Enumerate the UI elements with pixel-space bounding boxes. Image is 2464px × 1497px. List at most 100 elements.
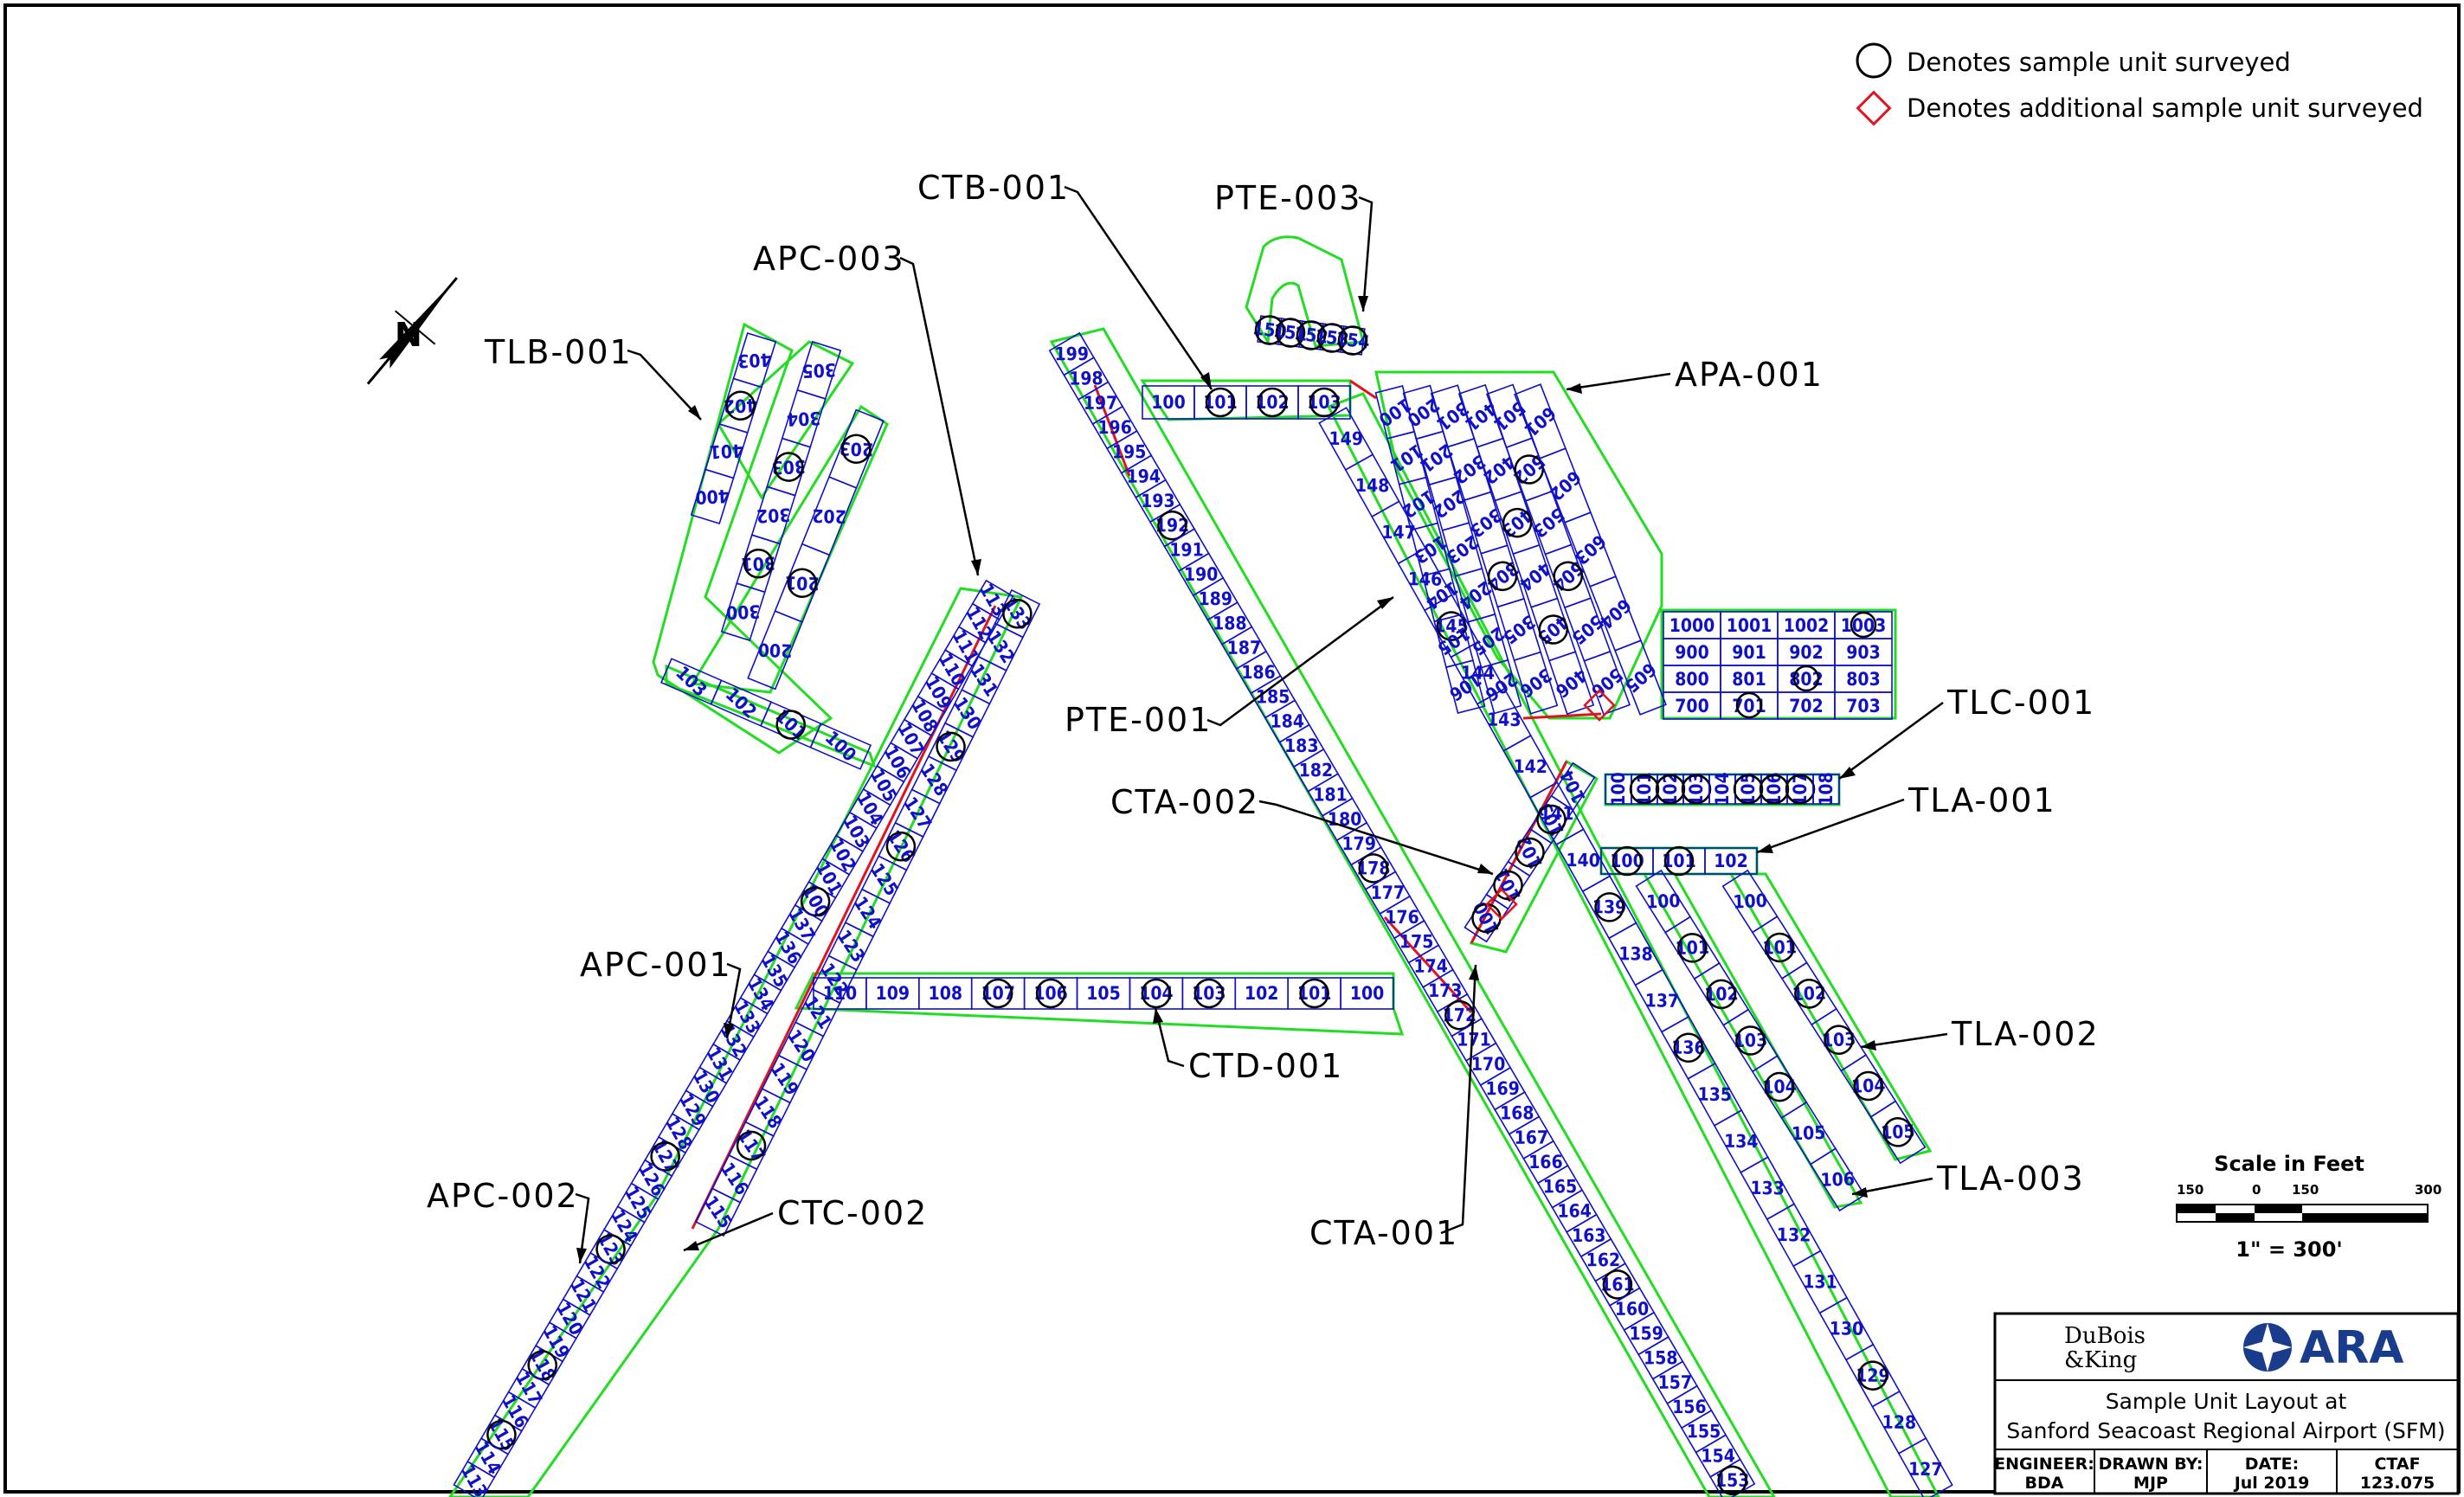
grid-unit-label: 1002 [1784,615,1830,636]
cta-units-unit: 137 [1634,968,1690,1033]
surveyed-marker-icon [1193,978,1225,1009]
title-block: DuBois &King ARA Sample Unit Layout at S… [1993,1312,2460,1495]
pte001-units-unit-label: 165 [1543,1176,1578,1197]
callout-tla003-text: TLA-003 [1936,1160,2085,1198]
pte001-units-unit: 186 [1235,650,1282,695]
pte001-units-unit: 179 [1335,821,1382,866]
cta-units-unit: 147 [1371,500,1427,565]
cta-units-unit: 131 [1792,1250,1849,1314]
grid-unit-label: 702 [1789,696,1823,716]
cta-units-unit-label: 127 [1908,1459,1943,1480]
ctd-units-unit: 105 [1076,977,1131,1010]
tla002-units-unit: 103 [1811,1007,1868,1072]
pte001-units-unit: 153 [1709,1458,1756,1497]
tlb-400-units-unit-label: 403 [737,349,773,371]
apc-right-units: 1331321311301291281271261251241231221211… [694,588,1041,1237]
surveyed-marker-icon [1493,870,1523,901]
drawn-label: DRAWN BY: [2099,1455,2203,1474]
tlb-connector [665,664,877,768]
grid-unit-label: 1001 [1727,615,1772,636]
ctd-units-unit: 101 [1287,977,1341,1010]
tla003-units-unit: 104 [1751,1055,1808,1119]
pte001-units-unit-label: 185 [1256,686,1290,707]
pte001-units-unit-label: 169 [1485,1078,1520,1099]
tlc-units-unit: 101 [1629,772,1660,806]
cta-units-unit-label: 140 [1566,850,1600,871]
pte001-units-unit-label: 156 [1672,1397,1707,1417]
tlc-units-unit: 103 [1681,772,1712,806]
tlc-units-unit: 108 [1812,772,1840,806]
pte001-strip [1049,327,1776,1497]
surveyed-marker-icon [1663,845,1695,877]
callout-apc003-text: APC-003 [753,240,905,278]
apa-col-5-unit: 602 [1539,447,1592,524]
pte001-units-unit-label: 171 [1457,1029,1491,1050]
tlb-finger-3 [690,404,889,694]
pte001-units-unit-label: 194 [1126,466,1161,487]
ctd-units-unit-label: 102 [1245,983,1278,1004]
pte001-units-unit-label: 189 [1198,588,1232,609]
tlb-100-units-unit-label: 103 [672,662,711,701]
cta-units-unit-label: 138 [1618,943,1653,964]
tlc-units-unit-label: 100 [1608,772,1629,806]
tlb-100-units-unit: 100 [809,723,872,770]
grid-unit-label: 700 [1675,696,1708,716]
callout-apc001-text: APC-001 [580,946,732,984]
ctd-units-unit-label: 105 [1086,983,1120,1004]
callout-tlb001: TLB-001 [484,333,702,421]
pte001-units-unit: 196 [1091,405,1138,450]
surveyed-marker-icon [1205,387,1236,418]
pte001-units-unit: 164 [1551,1189,1598,1233]
callout-pte001: PTE-001 [1065,595,1394,739]
apa-col-1-unit-label: 202 [1429,485,1469,523]
surveyed-marker-icon [1853,1070,1883,1102]
tlb-300-units-unit: 301 [736,534,782,594]
pte001-units-unit-label: 193 [1141,491,1175,511]
grid-unit-label: 800 [1675,669,1708,690]
pte001-units-unit-label: 187 [1227,638,1262,659]
surveyed-marker-icon [1002,598,1033,629]
pte001-units-unit-label: 164 [1557,1200,1592,1221]
grid-unit-label: 803 [1846,669,1880,690]
tlb-200-units-unit-label: 200 [758,639,793,661]
date-label: DATE: [2245,1455,2300,1474]
surveyed-marker-icon [841,434,872,464]
ctd-units-unit: 110 [813,977,867,1010]
tla003-units-unit-label: 106 [1820,1169,1855,1191]
surveyed-marker-icon [1296,320,1327,350]
pte001-units-unit: 157 [1651,1360,1698,1405]
surveyed-marker-icon [936,731,966,762]
pte001-units-unit-label: 158 [1644,1347,1678,1368]
pte001-units-unit-label: 196 [1097,417,1132,438]
cta-units-unit: 127 [1897,1436,1953,1497]
cta-units-unit-label: 137 [1645,990,1680,1011]
tla002-units-unit: 105 [1869,1100,1927,1165]
pte001-units-unit-label: 166 [1528,1152,1563,1173]
tlb-400-units-unit: 400 [690,468,735,525]
tlb-300-units-unit-label: 302 [756,504,791,527]
pte001-units-unit: 175 [1393,919,1440,964]
cta-units-unit: 135 [1687,1062,1743,1127]
scale-tick-3: 300 [2415,1182,2441,1198]
surveyed-marker-icon [1337,325,1368,356]
callout-ctc002-text: CTC-002 [777,1194,928,1232]
apa-col-5-unit-label: 605 [1621,659,1660,697]
surveyed-marker-icon [885,831,917,862]
pte001-units-unit-label: 157 [1658,1372,1693,1393]
scale-tick-1: 0 [2252,1182,2261,1198]
surveyed-marker-icon [982,978,1013,1009]
ctd-units-unit: 100 [1340,977,1394,1010]
tla002-units-unit-label: 100 [1733,890,1768,913]
pte001-units-unit: 183 [1278,723,1325,768]
tla003-units-unit: 103 [1722,1008,1779,1073]
pte001-units-unit-label: 176 [1385,907,1419,928]
tla003-units-unit-label: 105 [1792,1122,1826,1144]
grid-unit-label: 901 [1732,642,1766,663]
apa-col-5-unit-label: 602 [1546,466,1585,504]
scale-tick-0: 150 [2177,1182,2203,1198]
